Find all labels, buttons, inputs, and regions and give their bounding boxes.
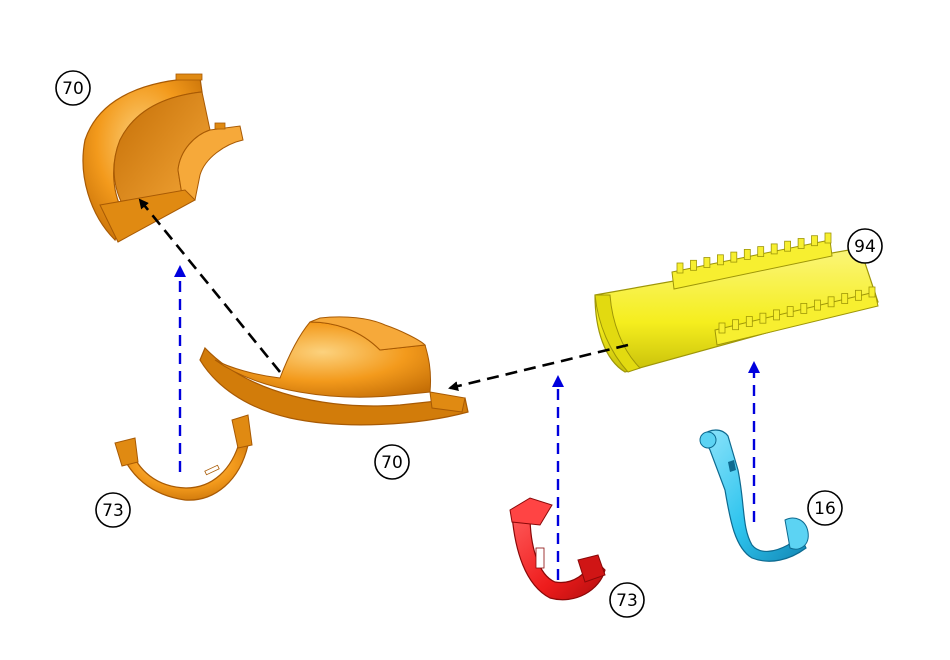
channel-rib (744, 249, 750, 259)
elbow-part-top (83, 74, 243, 242)
bracket-part-red (510, 498, 605, 600)
callout-label: 94 (854, 237, 876, 257)
callout-bracket-red: 73 (610, 583, 644, 617)
channel-rib (704, 258, 710, 268)
channel-rib (842, 294, 848, 304)
callout-label: 16 (814, 499, 836, 519)
callout-label: 70 (381, 453, 403, 473)
channel-rib (758, 247, 764, 257)
elbow-part-bottom (200, 317, 468, 425)
callout-straight-channel: 94 (848, 229, 882, 263)
callout-bracket-orange: 73 (96, 493, 130, 527)
channel-rib (733, 320, 739, 330)
callout-label: 73 (102, 501, 124, 521)
callout-clip-cyan: 16 (808, 491, 842, 525)
channel-rib (855, 290, 861, 300)
channel-rib (677, 263, 683, 273)
callout-elbow-top: 70 (56, 71, 90, 105)
channel-rib (815, 300, 821, 310)
channel-rib (774, 310, 780, 320)
channel-rib (812, 236, 818, 246)
channel-rib (771, 244, 777, 254)
channel-rib (719, 323, 725, 333)
channel-rib (798, 239, 804, 249)
channel-rib (787, 307, 793, 317)
channel-rib (785, 241, 791, 251)
channel-rib (869, 287, 875, 297)
channel-rib (746, 317, 752, 327)
bracket-part-orange (115, 415, 252, 500)
straight-channel-part (595, 233, 878, 372)
channel-rib (691, 260, 697, 270)
callout-label: 73 (616, 591, 638, 611)
arrow-elbow-to-elbow (140, 200, 280, 372)
channel-rib (731, 252, 737, 262)
channel-rib (717, 255, 723, 265)
arrow-channel-to-elbow (450, 345, 628, 388)
channel-rib (825, 233, 831, 243)
channel-rib (801, 303, 807, 313)
callout-label: 70 (62, 79, 84, 99)
channel-rib (828, 297, 834, 307)
channel-rib (760, 313, 766, 323)
callout-elbow-bottom: 70 (375, 445, 409, 479)
